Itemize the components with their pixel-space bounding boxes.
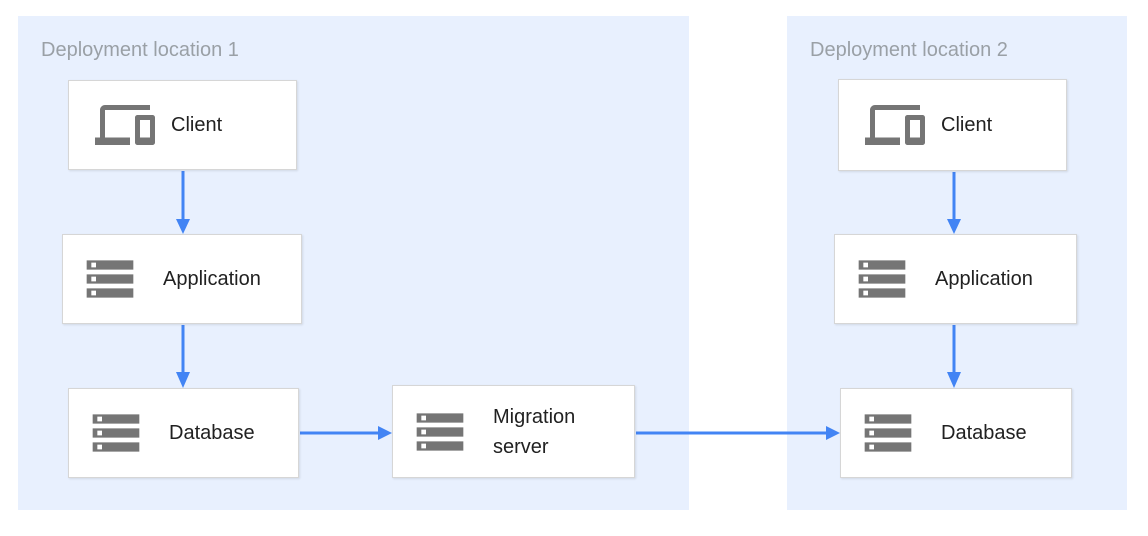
deployment-location-1-label: Deployment location 1 [41, 39, 239, 61]
server-icon [851, 251, 913, 307]
deployment-location-2-label: Deployment location 2 [810, 39, 1008, 61]
server-icon [79, 251, 141, 307]
node-client-1: Client [68, 80, 297, 170]
node-label: Database [941, 422, 1027, 444]
node-application-1: Application [62, 234, 302, 324]
server-icon [857, 405, 919, 461]
node-label: Application [935, 268, 1033, 290]
node-label: Migration server [493, 405, 576, 458]
server-icon [409, 404, 471, 460]
node-label: Client [171, 114, 223, 136]
node-client-2: Client [838, 79, 1067, 171]
node-migration-server: Migration server [392, 385, 635, 478]
devices-icon [859, 95, 931, 155]
node-label: Client [941, 114, 993, 136]
node-application-2: Application [834, 234, 1077, 324]
devices-icon [89, 95, 161, 155]
node-database-1: Database [68, 388, 299, 478]
node-label: Database [169, 422, 255, 444]
node-database-2: Database [840, 388, 1072, 478]
node-label: Application [163, 268, 261, 290]
server-icon [85, 405, 147, 461]
